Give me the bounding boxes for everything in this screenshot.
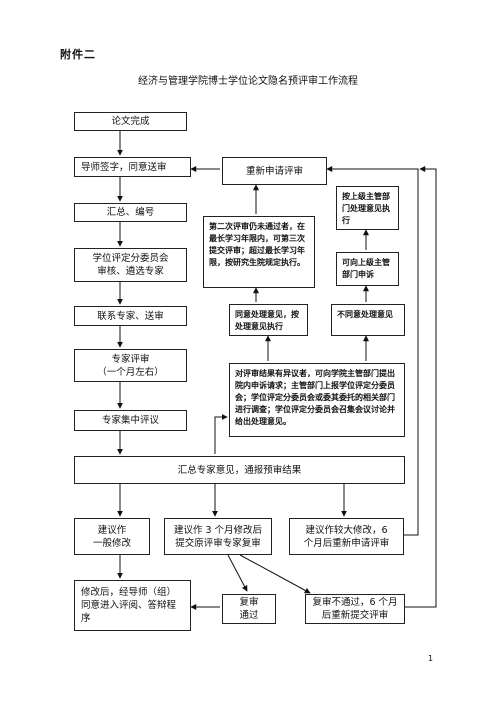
box-committee-review: 学位评定分委员会 审核、遴选专家 (74, 248, 187, 282)
box-review-fail: 复审不通过，6 个月 后重新提交评审 (305, 594, 405, 624)
page-title: 经济与管理学院博士学位论文隐名预评审工作流程 (138, 76, 358, 87)
arrow-major-loop (326, 166, 419, 536)
box-appeal-higher-result: 按上级主管部门处理意见执行 (336, 186, 399, 230)
attachment-label: 附件二 (60, 48, 96, 61)
box-reapply: 重新申请评审 (222, 157, 327, 185)
box-advisor-sign: 导师签字，同意送审 (74, 157, 191, 177)
arrow-three-fail (239, 554, 311, 594)
box-expert-group: 专家集中评议 (74, 410, 187, 431)
box-agree: 同意处理意见，按处理意见执行 (229, 304, 308, 336)
page-number: 1 (428, 654, 434, 663)
box-contact-send: 联系专家、送审 (74, 306, 187, 326)
box-appeal-higher: 可向上级主管部门申诉 (336, 252, 399, 286)
arrow-fail-loop (405, 166, 437, 608)
arrow-three-pass (227, 554, 248, 592)
box-review-pass: 复审 通过 (222, 594, 276, 624)
box-three-month-revise: 建议作 3 个月修改后 提交原评审专家复审 (164, 518, 272, 555)
box-disagree: 不同意处理意见 (331, 304, 405, 336)
box-after-revise: 修改后，经导师（组） 同意进入评阅、答辩程 序 (74, 580, 191, 631)
box-second-fail: 第二次评审仍未通过者，在最长学习年限内，可第三次提交评审；超过最长学习年限，按研… (203, 216, 315, 288)
box-expert-review: 专家评审 （一个月左右） (74, 349, 187, 382)
box-objection: 对评审结果有异议者，可向学院主管部门提出院内申诉请求；主管部门上报学位评定分委员… (229, 363, 405, 437)
box-thesis-done: 论文完成 (74, 112, 187, 131)
box-summary-notify: 汇总专家意见，通报预审结果 (74, 456, 405, 484)
box-general-revise: 建议作 一般修改 (74, 518, 150, 555)
box-major-revise: 建议作较大修改，6 个月后重新申请评审 (289, 518, 404, 555)
arrow-summary-objection (214, 414, 228, 454)
box-summary-number: 汇总、编号 (74, 203, 187, 222)
